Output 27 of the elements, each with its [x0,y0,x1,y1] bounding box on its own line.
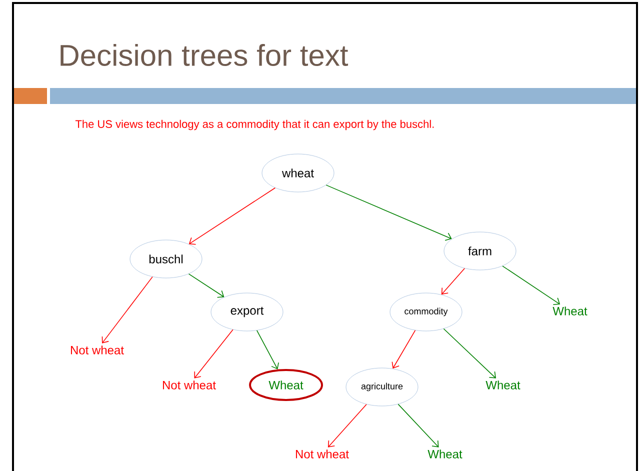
arrow [194,329,234,378]
decision-node: agriculture [346,368,418,406]
arrow [102,276,153,344]
arrow [328,404,367,448]
decision-node: export [210,292,284,332]
arrow [502,266,560,305]
arrow [398,404,439,448]
leaf-label: Wheat [486,380,520,390]
subtitle: The US views technology as a commodity that it can export by the buschl. [75,120,434,130]
arrow [443,328,496,378]
arrow [188,187,276,245]
arrow [441,268,466,295]
arrow [256,330,279,370]
leaf-label: Not wheat [70,346,124,354]
arrow [392,330,416,369]
decision-node: wheat [262,154,334,192]
slide-title: Decision trees for text [60,44,348,66]
highlighted-leaf: Wheat [249,369,323,401]
decision-node: buschl [130,240,202,278]
leaf-label: Wheat [428,450,462,458]
arrow [326,184,452,241]
arrow [188,274,224,298]
decision-node: farm [444,232,516,270]
leaf-label: Not wheat [162,380,216,390]
decision-node: commodity [390,292,462,332]
leaf-label: Not wheat [296,450,349,458]
leaf-label: Wheat [552,306,588,316]
